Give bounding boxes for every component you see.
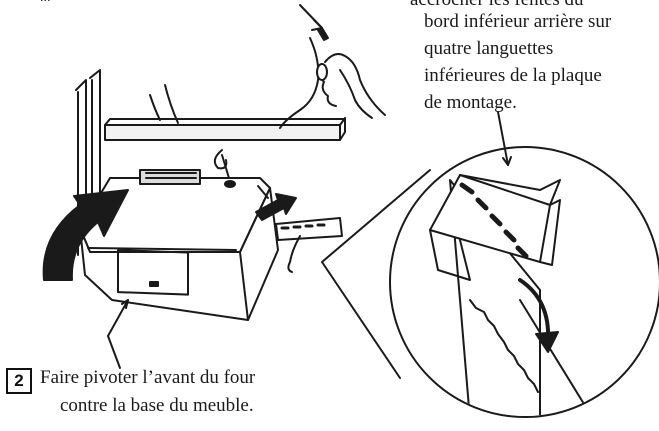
step-text-line-2: contre la base du meuble. <box>60 395 254 416</box>
mounting-plate <box>275 217 343 273</box>
right-note-line-1: accrocher les fentes du <box>410 0 584 12</box>
push-arrow-icon <box>255 193 297 221</box>
rotate-arrow-icon <box>42 189 129 281</box>
top-left-fragment: ... <box>40 0 51 10</box>
step-number-badge: 2 <box>6 368 32 394</box>
oven-window <box>117 249 189 296</box>
magnified-detail <box>389 146 659 418</box>
right-note-line-3: quatre languettes <box>424 38 554 59</box>
right-note-line-4: inférieures de la plaque <box>424 65 602 86</box>
power-cord <box>279 37 320 129</box>
zoom-callout <box>321 169 431 379</box>
right-note-line-5: de montage. <box>424 92 517 113</box>
oven-unit <box>79 169 279 321</box>
cable <box>149 84 179 124</box>
step-text-line-1: Faire pivoter l’avant du four <box>40 367 256 388</box>
hand-illustration <box>316 53 386 119</box>
right-note-line-2: bord inférieur arrière sur <box>424 11 612 32</box>
cabinet-shelf <box>104 117 346 141</box>
